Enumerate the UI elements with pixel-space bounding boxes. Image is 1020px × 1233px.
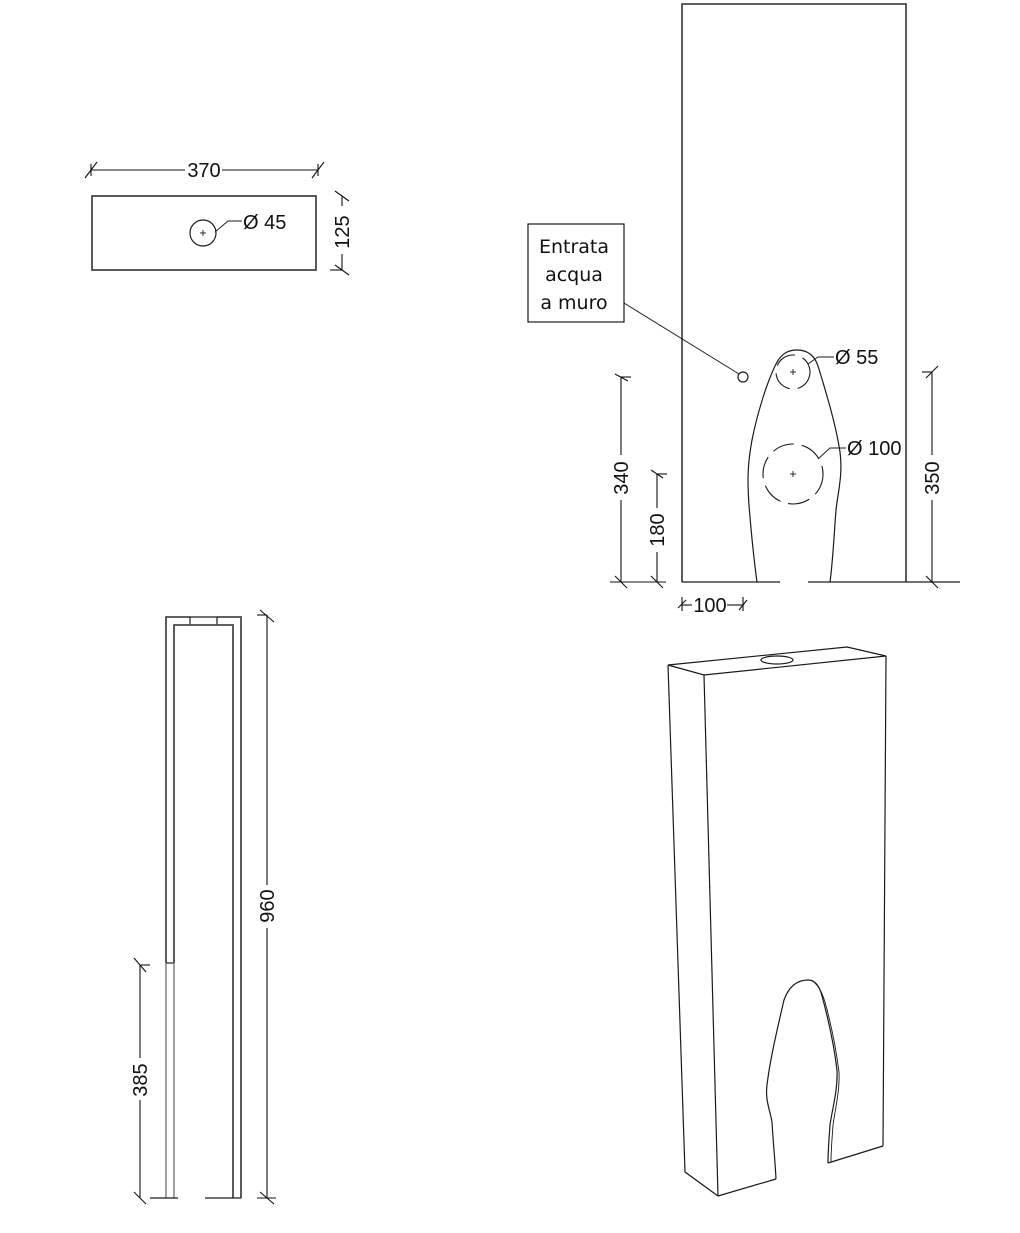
dimension-100: 100 — [677, 595, 748, 617]
front-outline — [681, 3, 907, 582]
dim-100-label: 100 — [693, 595, 726, 617]
depth-label: 125 — [332, 215, 354, 248]
top-view: 370 Ø 45 125 — [84, 160, 354, 276]
hole-100-label: Ø 100 — [847, 438, 901, 460]
width-label: 370 — [187, 160, 220, 182]
dimension-350: 350 — [922, 365, 944, 589]
callout-line-3: a muro — [540, 292, 607, 314]
dim-340-label: 340 — [611, 461, 633, 494]
callout-box — [527, 223, 625, 323]
dimension-385: 385 — [130, 957, 152, 1205]
dim-350-label: 350 — [922, 461, 944, 494]
dim-960-label: 960 — [257, 889, 279, 922]
callout-leader — [623, 302, 740, 375]
dimension-180: 180 — [647, 469, 669, 589]
iso-top-face — [667, 646, 887, 676]
front-view: Ø 55 Ø 100 Entrata acqua a muro 340 — [527, 3, 960, 617]
hole-55-circle — [775, 354, 811, 390]
callout-line-1: Entrata — [539, 236, 609, 258]
iso-view — [667, 646, 887, 1197]
callout-line-2: acqua — [545, 264, 603, 286]
hole-45-label: Ø 45 — [243, 212, 286, 234]
plan-outline — [91, 195, 317, 271]
water-inlet-marker — [737, 371, 749, 383]
front-opening-profile — [747, 349, 842, 583]
iso-opening-profile — [765, 979, 838, 1180]
hole-45-circle — [189, 219, 217, 247]
iso-top-hole — [760, 655, 794, 665]
hole-100-circle — [762, 443, 824, 505]
dimension-370: 370 — [84, 160, 325, 182]
hole-55-label: Ø 55 — [835, 347, 878, 369]
dim-180-label: 180 — [647, 513, 669, 546]
side-view: 960 385 — [130, 609, 279, 1205]
dimension-960: 960 — [257, 609, 279, 1205]
dimension-340: 340 — [610, 373, 666, 589]
dimension-125: 125 — [330, 190, 354, 276]
dim-385-label: 385 — [130, 1063, 152, 1096]
